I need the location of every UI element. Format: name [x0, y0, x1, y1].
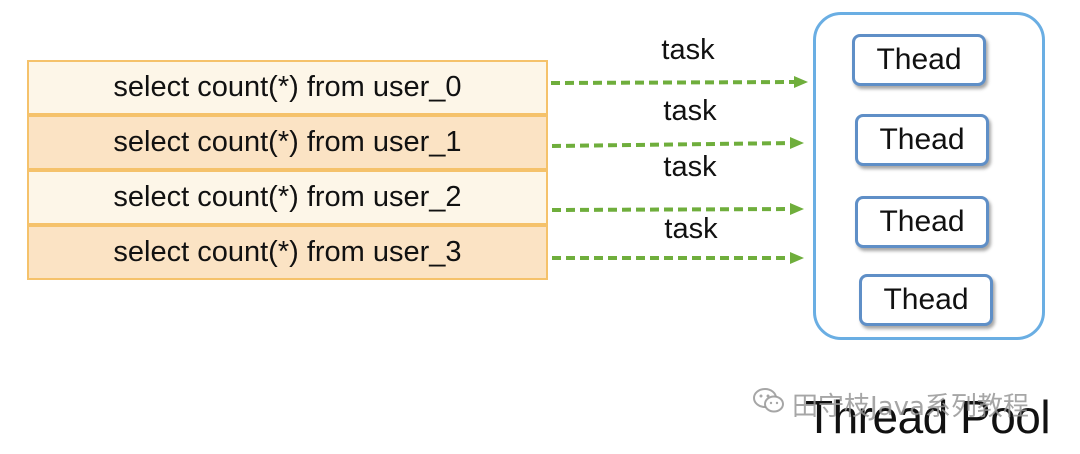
task-label-3: task [664, 213, 718, 245]
watermark-text: 田守枝Java系列教程 [792, 392, 1029, 422]
query-text: select count(*) from user_1 [113, 126, 462, 158]
watermark: 田守枝Java系列教程 [752, 386, 1029, 423]
query-row-3: select count(*) from user_3 [27, 225, 548, 280]
query-row-0: select count(*) from user_0 [27, 60, 548, 115]
query-row-1: select count(*) from user_1 [27, 115, 548, 170]
query-text: select count(*) from user_2 [113, 181, 462, 213]
arrowhead-1 [790, 137, 804, 149]
arrowhead-0 [794, 76, 808, 88]
thread-pool-title: Thread Pool [805, 391, 1051, 443]
query-text: select count(*) from user_0 [113, 71, 462, 103]
task-arrow-1 [551, 141, 793, 148]
task-label-2: task [663, 151, 717, 183]
query-text: select count(*) from user_3 [113, 236, 462, 268]
arrowhead-2 [790, 203, 804, 215]
task-label-0: task [661, 34, 715, 66]
thread-box-1: Thead [855, 114, 989, 166]
thread-box-0: Thead [852, 34, 986, 86]
wechat-icon [752, 387, 786, 422]
arrowhead-3 [790, 252, 804, 264]
query-row-2: select count(*) from user_2 [27, 170, 548, 225]
task-arrow-2 [551, 207, 793, 212]
thread-box-2: Thead [855, 196, 989, 248]
task-label-1: task [663, 95, 717, 127]
task-arrow-0 [550, 80, 797, 85]
thread-box-3: Thead [859, 274, 993, 326]
